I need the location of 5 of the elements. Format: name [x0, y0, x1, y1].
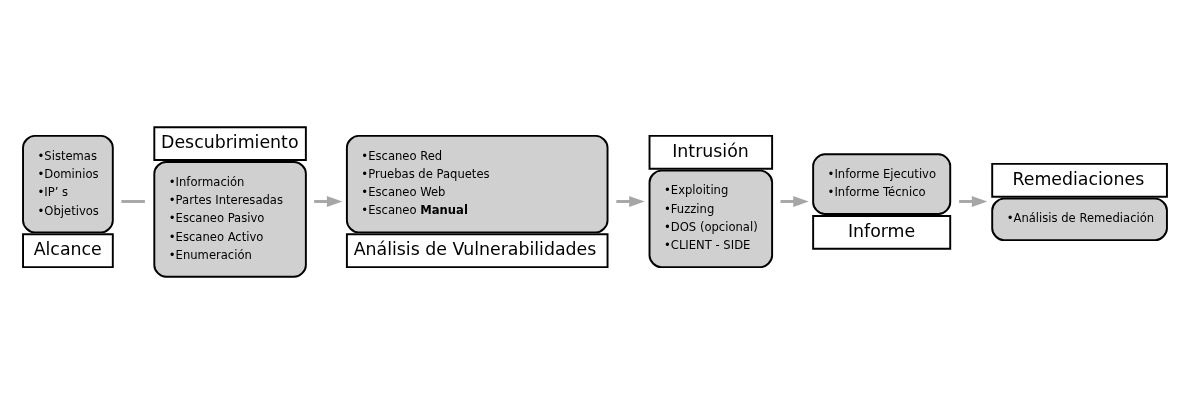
arrow [314, 196, 343, 207]
arrow [959, 196, 988, 207]
connector [121, 200, 145, 203]
arrow [616, 196, 645, 207]
arrow [780, 196, 809, 207]
